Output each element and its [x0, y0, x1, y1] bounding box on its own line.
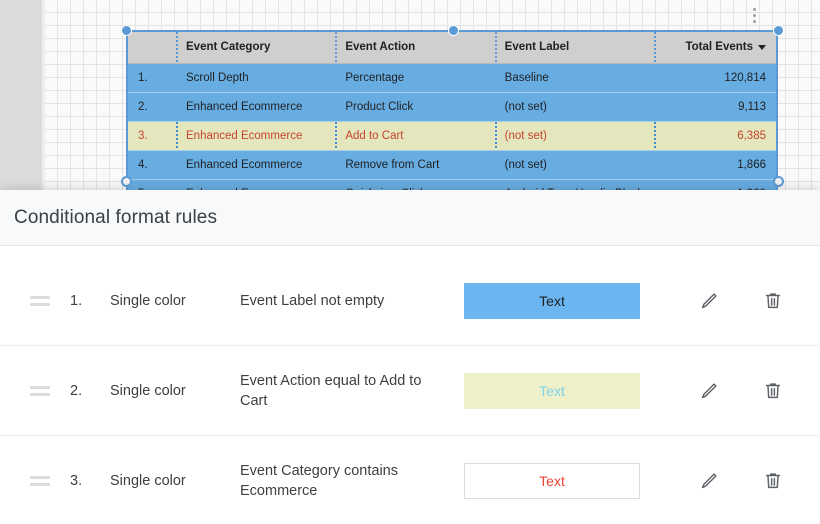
drag-handle-icon[interactable] [30, 476, 56, 486]
cell-total-events: 1,329 [654, 179, 776, 190]
rule-swatch-cell: Text [464, 372, 684, 409]
column-header-event-label[interactable]: Event Label [494, 32, 654, 64]
more-dot [752, 13, 756, 17]
selection-handle-bottom-right[interactable] [773, 176, 784, 187]
cell-total-events: 120,814 [654, 63, 776, 93]
rule-type: Single color [110, 473, 186, 489]
cell-event-category: Enhanced Ecommerce [176, 179, 336, 190]
selection-handle-top-left[interactable] [121, 25, 132, 36]
report-table-widget[interactable]: Event Category Event Action Event Label … [126, 30, 778, 192]
drag-line [30, 385, 50, 389]
cell-event-label: Android Tape Hoodie Black [494, 179, 654, 190]
cell-event-action: Remove from Cart [335, 150, 495, 180]
table-row[interactable]: 2. Enhanced Ecommerce Product Click (not… [128, 92, 776, 122]
rule-index: 2. [70, 382, 83, 399]
table-header-row: Event Category Event Action Event Label … [128, 32, 776, 64]
cell-index: 4. [128, 150, 176, 180]
cell-total-events: 9,113 [654, 92, 776, 122]
cell-index: 2. [128, 92, 176, 122]
cell-total-events: 1,866 [654, 150, 776, 180]
drag-line [30, 295, 50, 299]
table-row[interactable]: 5. Enhanced Ecommerce Quickview Click An… [128, 179, 776, 190]
rule-condition: Event Category contains Ecommerce [240, 463, 398, 499]
rule-color-swatch[interactable]: Text [464, 282, 640, 319]
column-header-event-category[interactable]: Event Category [176, 32, 336, 64]
cell-event-label: (not set) [494, 92, 654, 122]
drag-line [30, 392, 50, 396]
cell-event-action: Quickview Click [335, 179, 495, 190]
selection-handle-top-middle[interactable] [448, 25, 459, 36]
drag-line [30, 302, 50, 306]
table-row[interactable]: 3. Enhanced Ecommerce Add to Cart (not s… [128, 121, 776, 151]
table-row[interactable]: 4. Enhanced Ecommerce Remove from Cart (… [128, 150, 776, 180]
report-table: Event Category Event Action Event Label … [128, 32, 776, 190]
drag-handle-icon[interactable] [30, 295, 56, 306]
drag-line [30, 476, 50, 479]
drag-line [30, 483, 50, 486]
trash-icon[interactable] [760, 378, 786, 404]
rule-condition: Event Action equal to Add to Cart [240, 372, 422, 409]
dialog-header: Conditional format rules [0, 190, 820, 246]
selection-handle-top-right[interactable] [773, 25, 784, 36]
rule-index: 1. [70, 292, 83, 309]
rule-actions [684, 378, 802, 404]
selection-handle-bottom-left[interactable] [121, 176, 132, 187]
column-header-total-events[interactable]: Total Events [654, 32, 776, 64]
cell-index: 1. [128, 63, 176, 93]
rule-swatch-cell: Text [464, 282, 684, 319]
cell-event-category: Scroll Depth [176, 63, 336, 93]
column-header-index[interactable] [128, 32, 176, 64]
caret-down-icon[interactable] [758, 44, 766, 50]
pencil-icon[interactable] [696, 288, 722, 314]
cell-index: 5. [128, 179, 176, 190]
cell-event-action: Product Click [335, 92, 495, 122]
rules-list: 1. Single color Event Label not empty Te… [0, 246, 820, 524]
more-dot [752, 7, 756, 11]
conditional-format-rules-dialog: Conditional format rules 1. Single color… [0, 190, 820, 524]
cell-event-label: (not set) [494, 121, 654, 151]
rule-row[interactable]: 2. Single color Event Action equal to Ad… [0, 346, 820, 436]
more-dot [752, 19, 756, 23]
trash-icon[interactable] [760, 468, 786, 494]
rule-swatch-cell: Text [464, 463, 684, 499]
table-row[interactable]: 1. Scroll Depth Percentage Baseline 120,… [128, 63, 776, 93]
cell-total-events: 6,385 [654, 121, 776, 151]
column-header-event-action[interactable]: Event Action [335, 32, 495, 64]
drag-handle-icon[interactable] [30, 385, 56, 396]
rule-type: Single color [110, 382, 186, 399]
cell-event-category: Enhanced Ecommerce [176, 121, 336, 151]
trash-icon[interactable] [760, 288, 786, 314]
rule-actions [684, 468, 802, 494]
rule-actions [684, 288, 802, 314]
cell-event-category: Enhanced Ecommerce [176, 92, 336, 122]
rule-row[interactable]: 1. Single color Event Label not empty Te… [0, 256, 820, 346]
cell-event-action: Percentage [335, 63, 495, 93]
rule-color-swatch[interactable]: Text [464, 463, 640, 499]
cell-event-label: (not set) [494, 150, 654, 180]
editor-left-rail [0, 0, 42, 192]
more-vert-icon[interactable] [748, 4, 760, 26]
rule-color-swatch[interactable]: Text [464, 372, 640, 409]
rail-divider [42, 0, 45, 192]
rule-condition: Event Label not empty [240, 292, 385, 309]
cell-event-action: Add to Cart [335, 121, 495, 151]
cell-event-label: Baseline [494, 63, 654, 93]
cell-event-category: Enhanced Ecommerce [176, 150, 336, 180]
rule-type: Single color [110, 292, 186, 309]
pencil-icon[interactable] [696, 378, 722, 404]
page-title: Conditional format rules [14, 206, 218, 228]
cell-index: 3. [128, 121, 176, 151]
rule-row[interactable]: 3. Single color Event Category contains … [0, 436, 820, 524]
pencil-icon[interactable] [696, 468, 722, 494]
table-header: Event Category Event Action Event Label … [128, 32, 776, 64]
table-body: 1. Scroll Depth Percentage Baseline 120,… [128, 63, 776, 190]
column-header-total-events-label: Total Events [685, 41, 753, 54]
rule-index: 3. [70, 473, 83, 489]
